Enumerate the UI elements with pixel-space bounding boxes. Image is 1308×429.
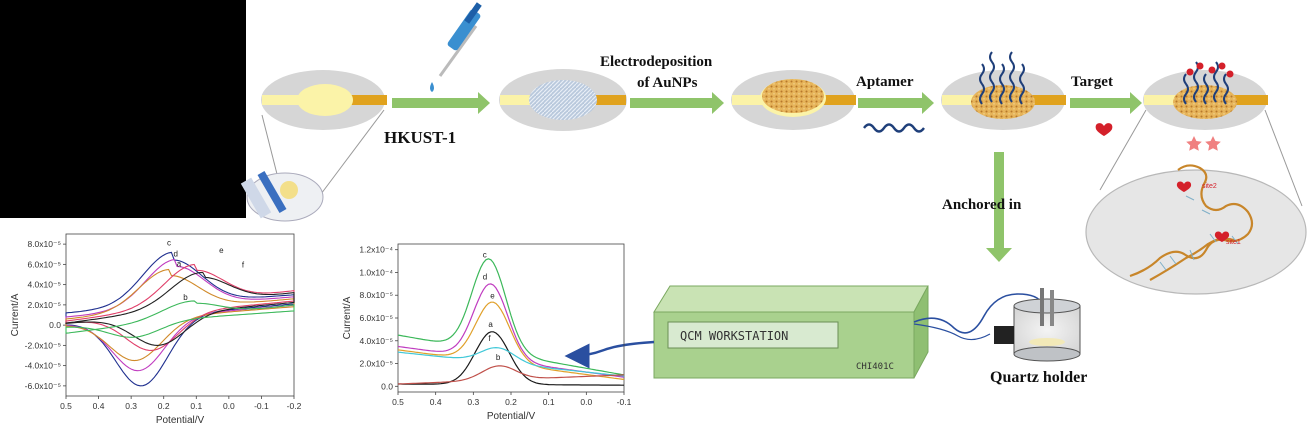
y-tick-label: 0.0	[381, 381, 393, 391]
arrow-step3	[858, 92, 934, 114]
x-tick-label: 0.1	[190, 401, 202, 411]
cv-curve-label: a	[177, 259, 182, 268]
x-axis-label: Potential/V	[487, 411, 536, 422]
electrode-aunps	[731, 70, 856, 130]
cv-curve-d	[66, 260, 294, 371]
cv-chart: 0.5 0.4 0.3 0.2 0.1 0.0 -0.1 -0.2 -6.0x10⁻⁵ -4.0x…	[10, 234, 302, 425]
cv-curve-label: d	[173, 249, 177, 258]
workstation-screen-text: QCM WORKSTATION	[680, 329, 788, 343]
qcm-workstation: QCM WORKSTATION CHI401C	[654, 286, 928, 378]
x-tick-label: 0.3	[125, 401, 137, 411]
electrode-aptamer	[941, 52, 1066, 130]
target-heart-icon	[1096, 123, 1113, 136]
y-tick-label: 8.0x10⁻⁵	[359, 290, 393, 300]
site2-label: site2	[1202, 183, 1217, 190]
y-tick-label: 0.0	[49, 320, 61, 330]
x-tick-label: -0.2	[287, 401, 302, 411]
dpv-curve-label: e	[490, 292, 495, 301]
y-tick-label: 6.0x10⁻⁵	[359, 313, 393, 323]
x-axis-label: Potential/V	[156, 415, 205, 425]
label-target: Target	[1071, 74, 1113, 90]
x-tick-label: 0.5	[392, 397, 404, 407]
zoom-line	[262, 115, 278, 178]
pipette-icon	[430, 2, 482, 92]
cv-curve-a	[66, 270, 294, 361]
arrow-step2	[630, 92, 724, 114]
arrow-output	[572, 342, 654, 356]
electrode-hkust	[499, 69, 627, 131]
x-tick-label: 0.5	[60, 401, 72, 411]
label-electrodeposition: Electrodeposition	[600, 54, 713, 70]
plot-frame	[66, 234, 294, 396]
cv-curve-c	[66, 252, 294, 385]
dpv-curve-f	[398, 348, 624, 377]
cv-curve-label: e	[219, 246, 224, 255]
site1-label: site1	[1226, 239, 1241, 246]
label-anchored: Anchored in	[942, 197, 1022, 213]
label-aunps: of AuNPs	[637, 75, 698, 91]
y-axis-label: Current/A	[342, 296, 353, 339]
y-tick-label: 2.0x10⁻⁵	[27, 300, 61, 310]
y-axis-label: Current/A	[10, 293, 21, 336]
y-tick-label: 1.2x10⁻⁴	[359, 245, 393, 255]
y-tick-label: -6.0x10⁻⁵	[25, 381, 61, 391]
quartz-holder-cell	[994, 288, 1080, 361]
x-tick-label: 0.4	[93, 401, 105, 411]
electrode-photo	[241, 171, 323, 221]
cv-curve-label: c	[167, 239, 171, 248]
y-tick-label: 6.0x10⁻⁵	[27, 259, 61, 269]
electrode-bare	[261, 70, 387, 130]
dpv-curve-c	[398, 259, 624, 375]
y-tick-label: 8.0x10⁻⁵	[27, 239, 61, 249]
y-tick-label: -2.0x10⁻⁵	[25, 340, 61, 350]
x-tick-label: -0.1	[254, 401, 269, 411]
label-aptamer: Aptamer	[856, 74, 914, 90]
dpv-curve-label: b	[496, 353, 501, 362]
label-hkust: HKUST-1	[384, 128, 456, 147]
cv-curve-label: b	[183, 293, 188, 302]
plot-frame	[398, 244, 624, 392]
y-tick-label: 1.0x10⁻⁴	[359, 267, 393, 277]
x-tick-label: 0.0	[223, 401, 235, 411]
arrow-step1	[392, 92, 490, 114]
workstation-model: CHI401C	[856, 362, 894, 372]
aptamer-structure-magnified: site2 site1	[1086, 165, 1306, 294]
y-tick-label: 2.0x10⁻⁵	[359, 359, 393, 369]
y-tick-label: -4.0x10⁻⁵	[25, 361, 61, 371]
zoom-line	[1100, 110, 1146, 190]
x-tick-label: 0.2	[158, 401, 170, 411]
label-quartz-holder: Quartz holder	[990, 369, 1087, 386]
star-icon	[1186, 136, 1221, 151]
x-tick-label: -0.1	[617, 397, 632, 407]
dpv-curve-label: c	[483, 251, 487, 260]
dpv-curve-label: d	[483, 272, 487, 281]
y-tick-label: 4.0x10⁻⁵	[359, 336, 393, 346]
dpv-curve-a	[398, 332, 624, 385]
dpv-curve-label: f	[488, 334, 491, 343]
x-tick-label: 0.1	[543, 397, 555, 407]
electrode-target	[1143, 62, 1268, 130]
aptamer-strand-icon	[864, 125, 924, 132]
x-tick-label: 0.4	[430, 397, 442, 407]
x-tick-label: 0.2	[505, 397, 517, 407]
x-tick-label: 0.3	[467, 397, 479, 407]
dpv-curve-label: a	[488, 320, 493, 329]
arrow-step4	[1070, 92, 1142, 114]
y-tick-label: 4.0x10⁻⁵	[27, 280, 61, 290]
dpv-chart: 0.5 0.4 0.3 0.2 0.1 0.0 -0.1 0.0 2.0x10⁻⁵ 4.0x10⁻…	[342, 244, 632, 422]
cv-curve-label: f	[242, 260, 245, 269]
black-panel	[0, 0, 246, 218]
x-tick-label: 0.0	[580, 397, 592, 407]
